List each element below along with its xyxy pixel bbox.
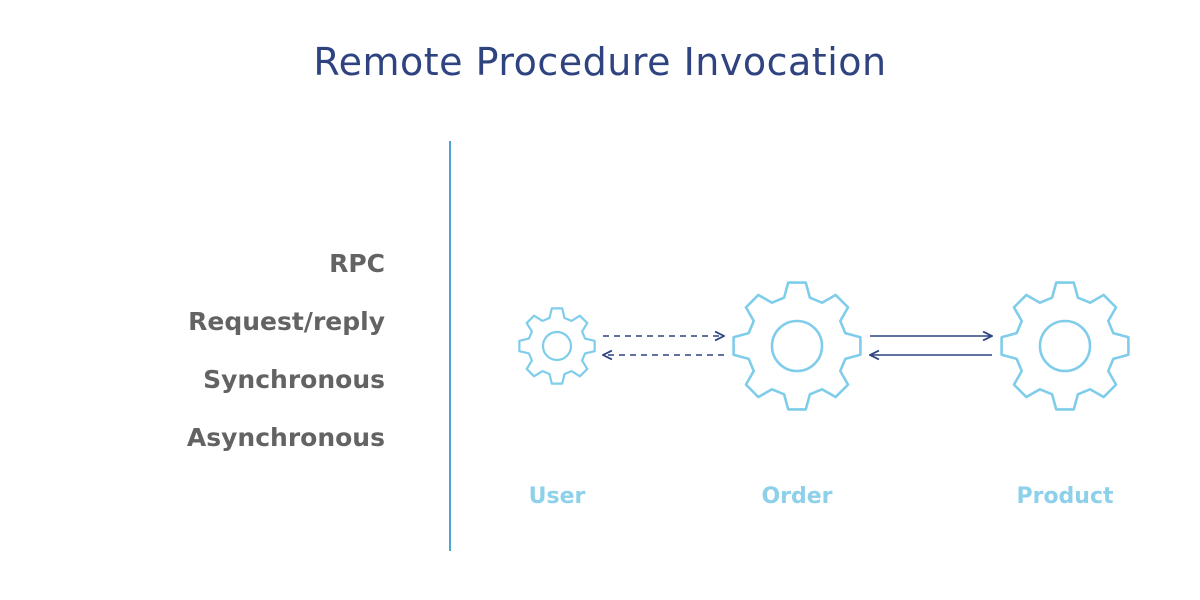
page-title: Remote Procedure Invocation — [313, 40, 887, 84]
term-list: RPC Request/reply Synchronous Asynchrono… — [85, 243, 385, 475]
service-label-user: User — [528, 484, 586, 509]
gear-hub — [770, 319, 824, 373]
order-service-gear-icon — [732, 281, 862, 411]
gear-outline — [732, 281, 862, 411]
service-label-product: Product — [1016, 484, 1114, 509]
gear-hub — [541, 330, 573, 362]
term-rpc: RPC — [329, 249, 385, 278]
term-request-reply: Request/reply — [188, 307, 385, 336]
term-synchronous: Synchronous — [203, 365, 385, 394]
gear-hub — [1038, 319, 1092, 373]
user-service-gear-icon — [518, 307, 596, 385]
gear-outline — [518, 307, 596, 385]
service-label-order: Order — [761, 484, 833, 509]
vertical-divider — [449, 141, 451, 551]
product-service-gear-icon — [1000, 281, 1130, 411]
gear-outline — [1000, 281, 1130, 411]
term-asynchronous: Asynchronous — [186, 423, 385, 452]
